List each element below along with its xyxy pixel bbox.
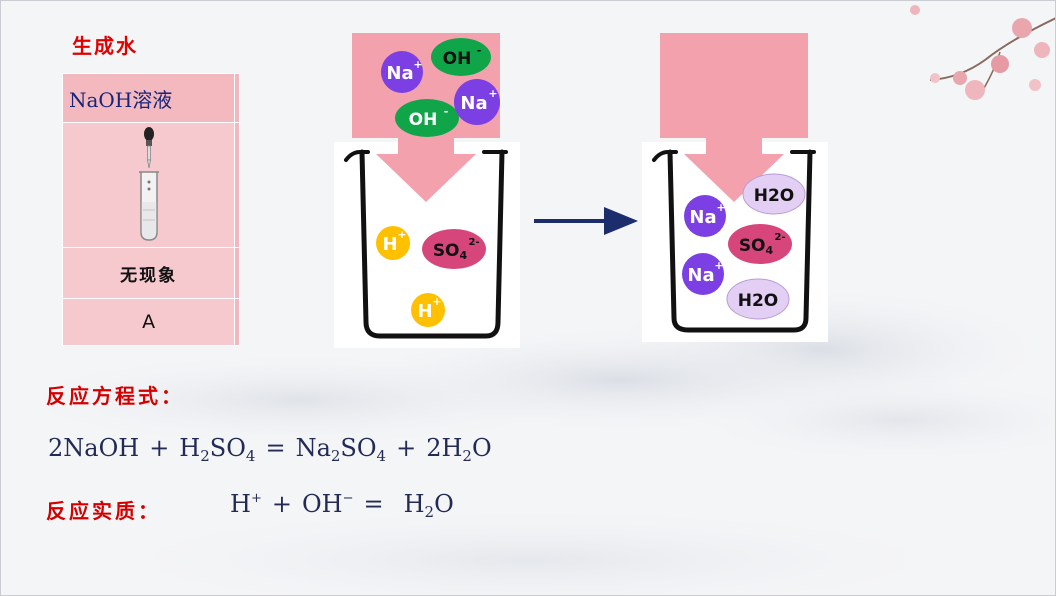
ion-na-1: Na + [684,195,726,237]
table-edge-cell [234,298,240,346]
svg-text:Na: Na [689,207,716,228]
ion-so4-1: SO4 2- [422,229,486,269]
reaction-arrow-icon [534,207,638,235]
chemical-equation: 2NaOH+H2SO4=Na2SO4+2H2O [48,434,492,465]
svg-text:+: + [714,259,723,272]
ion-na-top-2: Na + [454,79,500,125]
svg-text:SO4: SO4 [433,241,468,262]
table-edge-cell [234,247,240,299]
beaker-wall [359,149,505,339]
ion-oh-top-2: OH - [395,99,459,137]
left-beaker-diagram: Na + OH - OH - Na + H + SO4 2- H + [334,33,520,348]
table-row: NaOH溶液 [61,73,240,123]
svg-text:+: + [488,87,497,100]
ion-h-1: H + [376,226,410,260]
table-row: A [61,298,240,346]
svg-text:H: H [417,301,432,322]
slide-title: 生成水 [72,34,138,58]
test-tube-cell [61,122,236,248]
svg-text:-: - [477,44,482,57]
ion-h-2: H + [411,293,445,327]
svg-text:Na: Na [460,93,487,114]
ion-so4-2: SO4 2- [728,224,792,264]
essence-label: 反应实质： [46,499,161,523]
molecule-h2o-2: H2O [726,278,790,320]
reagent-cell: NaOH溶液 [61,73,236,123]
table-row: 无现象 [61,247,240,299]
molecule-h2o-1: H2O [742,173,806,215]
svg-text:2-: 2- [468,237,479,248]
svg-text:-: - [444,105,449,118]
table-row [61,122,240,248]
svg-text:Na: Na [687,265,714,286]
svg-text:+: + [432,295,441,308]
phenomenon-cell: 无现象 [61,247,236,299]
ionic-equation: H++OH−=H2O [230,490,454,521]
svg-text:+: + [413,58,422,71]
test-tube-dropper-icon [138,127,159,241]
svg-text:H2O: H2O [754,186,795,206]
reagent-table: NaOH溶液 无现象 A [61,73,240,346]
ion-na-top-1: Na + [381,51,423,93]
svg-text:H2O: H2O [738,291,779,311]
svg-text:OH: OH [409,110,438,130]
right-beaker-diagram: H2O Na + SO4 2- Na + H2O [642,33,828,342]
plum-blossom-branch [910,5,1056,100]
beaker-wall [667,149,813,333]
svg-text:Na: Na [386,63,413,84]
svg-text:OH: OH [443,49,472,69]
svg-text:SO4: SO4 [739,236,774,257]
equation-label: 反应方程式： [46,384,184,408]
svg-text:+: + [716,201,725,214]
ion-oh-top-1: OH - [431,38,491,76]
svg-text:2-: 2- [774,232,785,243]
svg-text:H: H [382,234,397,255]
answer-cell: A [61,298,236,346]
table-edge-cell [234,73,240,123]
ion-na-2: Na + [682,253,724,295]
pour-arrow [660,33,808,202]
svg-text:+: + [397,228,406,241]
table-edge-cell [234,122,240,248]
